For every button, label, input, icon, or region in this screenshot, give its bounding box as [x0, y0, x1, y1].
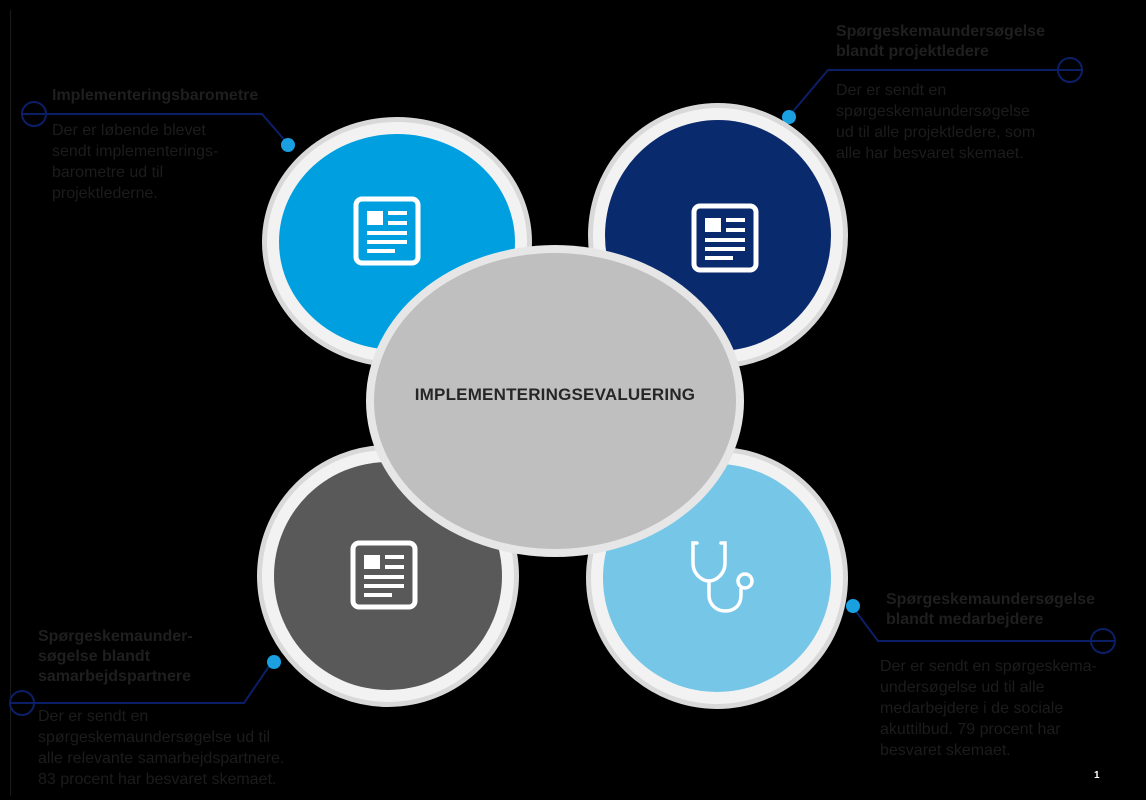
- connector-dot-bottom-left: [267, 655, 281, 669]
- desc-line: medarbejdere i de sociale: [880, 700, 1064, 717]
- block-description: Der er sendt en spørgeskemaundersøgelse …: [836, 80, 1136, 164]
- desc-line: alle relevante samarbejdspartnere.: [38, 750, 285, 767]
- document-icon: [350, 540, 418, 610]
- connector-dot-top-right: [782, 110, 796, 124]
- title-line: Spørgeskemaundersøgelse: [836, 23, 1045, 40]
- center-title: IMPLEMENTERINGSEVALUERING: [414, 385, 696, 404]
- block-description: Der er sendt en spørgeskema- undersøgels…: [880, 656, 1144, 761]
- text-samarbejdspartnere-desc: Der er sendt en spørgeskemaundersøgelse …: [38, 706, 368, 790]
- desc-line: Der er løbende blevet: [52, 122, 206, 139]
- desc-line: alle har besvaret skemaet.: [836, 145, 1024, 162]
- desc-line: projektlederne.: [52, 185, 158, 202]
- connector-dot-top-left: [281, 138, 295, 152]
- desc-line: Der er sendt en spørgeskema-: [880, 658, 1097, 675]
- title-line: Spørgeskemaundersøgelse: [886, 591, 1095, 608]
- block-title: Spørgeskemaundersøgelse blandt projektle…: [836, 22, 1136, 62]
- desc-line: akuttilbud. 79 procent har: [880, 721, 1061, 738]
- block-description: Der er løbende blevet sendt implementeri…: [52, 120, 312, 204]
- block-title: Implementeringsbarometre: [52, 87, 259, 104]
- text-projektledere: Spørgeskemaundersøgelse blandt projektle…: [836, 22, 1136, 164]
- desc-line: Der er sendt en: [38, 708, 149, 725]
- text-medarbejdere: Spørgeskemaundersøgelse blandt medarbejd…: [886, 590, 1142, 630]
- desc-line: Der er sendt en: [836, 82, 947, 99]
- block-title: Spørgeskemaundersøgelse blandt medarbejd…: [886, 590, 1142, 630]
- desc-line: undersøgelse ud til alle: [880, 679, 1045, 696]
- connector-line-top-right: [789, 69, 1082, 116]
- title-line: samarbejdspartnere: [38, 668, 191, 685]
- desc-line: barometre ud til: [52, 164, 164, 181]
- title-line: søgelse blandt: [38, 648, 151, 665]
- center-circle: IMPLEMENTERINGSEVALUERING: [366, 245, 744, 557]
- desc-line: ud til alle projektledere, som: [836, 124, 1036, 141]
- document-icon: [353, 196, 421, 266]
- block-title: Spørgeskemaunder- søgelse blandt samarbe…: [38, 627, 358, 687]
- connector-line-top-left: [22, 113, 289, 145]
- title-line: blandt projektledere: [836, 43, 989, 60]
- text-samarbejdspartnere: Spørgeskemaunder- søgelse blandt samarbe…: [38, 627, 358, 687]
- document-icon: [691, 203, 759, 273]
- connector-dot-bottom-right: [846, 599, 860, 613]
- desc-line: spørgeskemaundersøgelse: [836, 103, 1030, 120]
- desc-line: spørgeskemaundersøgelse ud til: [38, 729, 271, 746]
- text-medarbejdere-desc: Der er sendt en spørgeskema- undersøgels…: [880, 656, 1144, 761]
- stethoscope-icon: [691, 541, 754, 613]
- title-line: Spørgeskemaunder-: [38, 628, 193, 645]
- desc-line: sendt implementerings-: [52, 143, 219, 160]
- page-number: 1: [1094, 770, 1100, 781]
- desc-line: besvaret skemaet.: [880, 742, 1011, 759]
- text-implementeringsbarometre: Implementeringsbarometre Der er løbende …: [52, 86, 312, 204]
- connector-line-bottom-right: [851, 605, 1115, 642]
- connector-line-bottom-left: [10, 661, 273, 704]
- slide-frame: [10, 10, 1146, 796]
- center-disc: [374, 253, 736, 549]
- block-description: Der er sendt en spørgeskemaundersøgelse …: [38, 706, 368, 790]
- title-line: blandt medarbejdere: [886, 611, 1044, 628]
- desc-line: 83 procent har besvaret skemaet.: [38, 771, 277, 788]
